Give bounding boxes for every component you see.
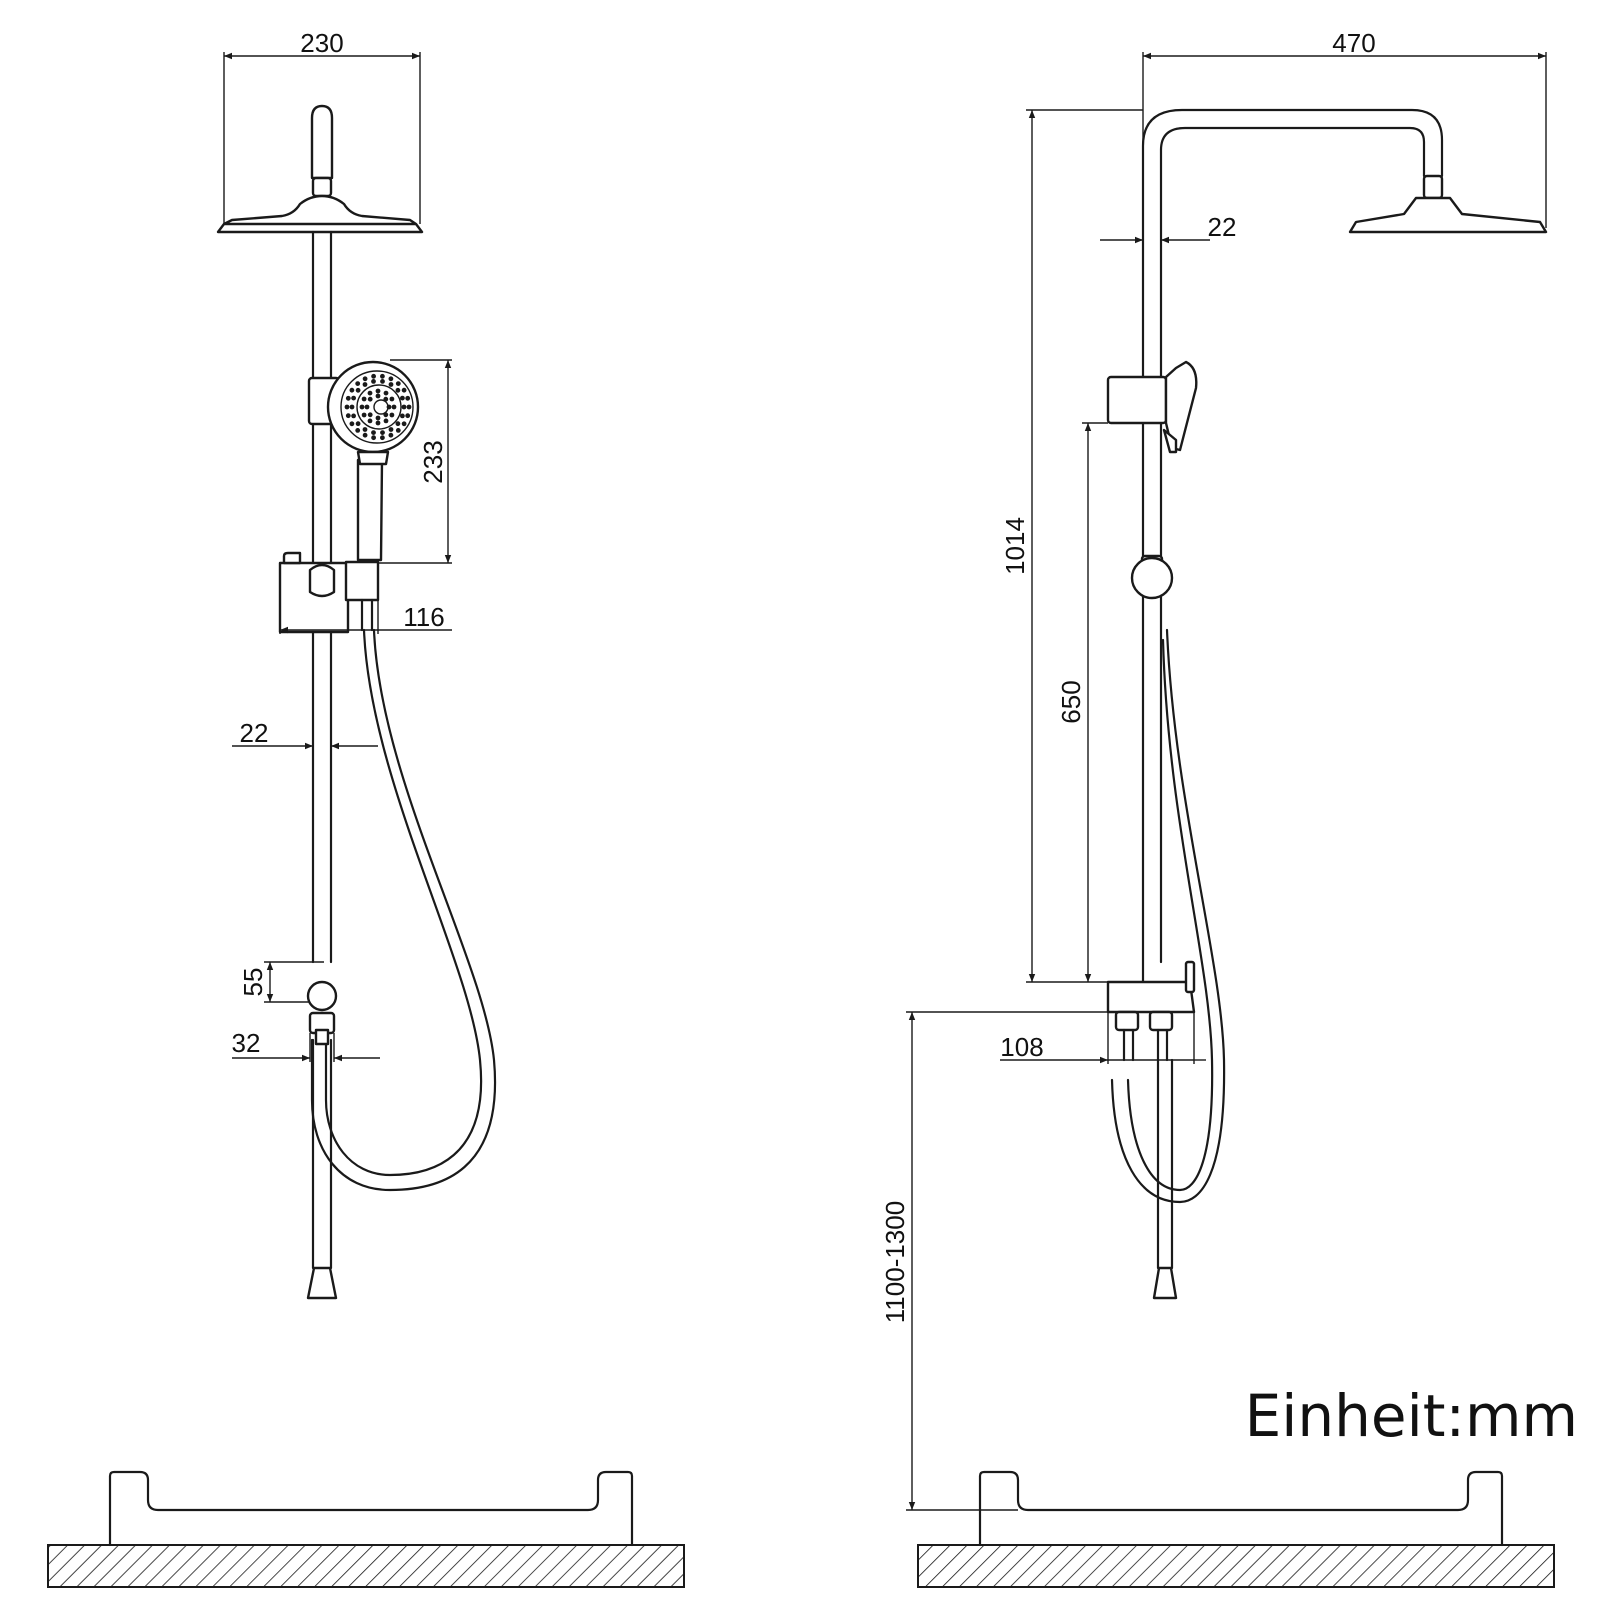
nozzle-dot <box>367 396 373 402</box>
front-shower-hose <box>310 628 497 1192</box>
dim-valve-diameter: 32 <box>232 1028 261 1058</box>
dim-mounting-height: 1100-1300 <box>880 1201 910 1323</box>
nozzle-dot <box>389 396 395 402</box>
nozzle-dot <box>371 430 376 435</box>
nozzle-dot <box>351 395 356 401</box>
front-rain-shower-head <box>216 104 424 234</box>
dim-connector-width: 108 <box>1000 1032 1043 1062</box>
nozzle-dot <box>395 421 401 427</box>
hand-shower-nozzles <box>344 373 412 441</box>
nozzle-dot <box>383 412 389 418</box>
nozzle-dot <box>364 404 370 410</box>
nozzle-dot <box>355 387 361 393</box>
nozzle-dot <box>362 432 368 438</box>
dim-hand-shower-height: 233 <box>418 440 448 483</box>
nozzle-dot <box>359 404 365 410</box>
nozzle-dot <box>349 404 355 410</box>
dim-valve-height: 55 <box>238 968 268 997</box>
nozzle-dot <box>395 387 401 393</box>
nozzle-dot <box>400 413 405 419</box>
nozzle-dot <box>375 393 381 399</box>
front-dimensions <box>223 52 452 1062</box>
dim-total-height: 1014 <box>1000 517 1030 575</box>
side-bathtub <box>917 1470 1555 1588</box>
side-rain-shower-head <box>1348 174 1548 234</box>
nozzle-dot <box>375 388 381 394</box>
nozzle-dot <box>388 376 394 382</box>
nozzle-dot <box>388 427 394 432</box>
front-view: 230 233 116 22 55 32 <box>47 28 685 1588</box>
nozzle-dot <box>395 428 401 433</box>
nozzle-dot <box>345 395 351 401</box>
nozzle-dot <box>383 418 389 424</box>
nozzle-dot <box>388 382 394 387</box>
nozzle-dot <box>371 435 376 441</box>
nozzle-dot <box>371 373 376 379</box>
side-connector <box>1106 960 1196 1062</box>
nozzle-dot <box>349 421 355 427</box>
nozzle-dot <box>355 381 361 386</box>
nozzle-dot <box>349 387 355 393</box>
nozzle-dot <box>406 404 412 410</box>
nozzle-dot <box>383 396 389 402</box>
nozzle-dot <box>405 395 411 401</box>
nozzle-dot <box>375 420 381 426</box>
nozzle-dot <box>355 421 361 427</box>
dim-overhead-reach: 470 <box>1332 28 1375 58</box>
front-valve <box>306 980 338 1046</box>
nozzle-dot <box>351 413 356 419</box>
nozzle-dot <box>362 427 368 432</box>
nozzle-dot <box>405 413 411 419</box>
side-view: 470 22 1014 650 108 1100-1300 <box>880 28 1555 1588</box>
nozzle-dot <box>391 404 397 410</box>
unit-label: Einheit:mm <box>1245 1382 1578 1450</box>
nozzle-dot <box>367 412 373 418</box>
nozzle-dot <box>361 412 367 418</box>
nozzle-dot <box>362 376 368 382</box>
nozzle-dot <box>380 373 385 379</box>
nozzle-dot <box>401 421 407 427</box>
front-lower-pipe <box>306 1038 338 1300</box>
dim-slide-bar-height: 650 <box>1056 680 1086 723</box>
front-bathtub <box>47 1470 685 1588</box>
side-dimensions <box>906 52 1547 1511</box>
dim-holder-offset: 116 <box>403 602 444 632</box>
nozzle-dot <box>345 413 351 419</box>
dim-front-pipe-diameter: 22 <box>240 718 269 748</box>
nozzle-dot <box>401 404 407 410</box>
side-riser-pipe <box>1141 108 1444 984</box>
nozzle-dot <box>380 379 385 384</box>
nozzle-dot <box>380 435 385 441</box>
nozzle-dot <box>395 381 401 386</box>
front-hand-shower <box>326 360 420 562</box>
dim-head-width: 230 <box>300 28 343 58</box>
nozzle-dot <box>344 404 350 410</box>
front-slide-holder <box>278 551 380 634</box>
nozzle-dot <box>388 432 394 438</box>
nozzle-dot <box>367 418 373 424</box>
side-shower-hose <box>1110 628 1226 1204</box>
nozzle-dot <box>389 412 395 418</box>
nozzle-dot <box>362 382 368 387</box>
side-slide-holder <box>1130 554 1174 600</box>
nozzle-dot <box>400 395 405 401</box>
nozzle-dot <box>371 379 376 384</box>
nozzle-dot <box>361 396 367 402</box>
nozzle-dot <box>355 428 361 433</box>
nozzle-dot <box>380 430 385 435</box>
nozzle-dot <box>401 387 407 393</box>
dim-side-pipe-diameter: 22 <box>1208 212 1237 242</box>
side-lower-pipe <box>1152 1058 1178 1300</box>
side-hand-shower <box>1106 360 1198 454</box>
nozzle-dot <box>386 404 392 410</box>
nozzle-dot <box>375 415 381 421</box>
nozzle-dot <box>367 390 373 396</box>
nozzle-dot <box>383 390 389 396</box>
